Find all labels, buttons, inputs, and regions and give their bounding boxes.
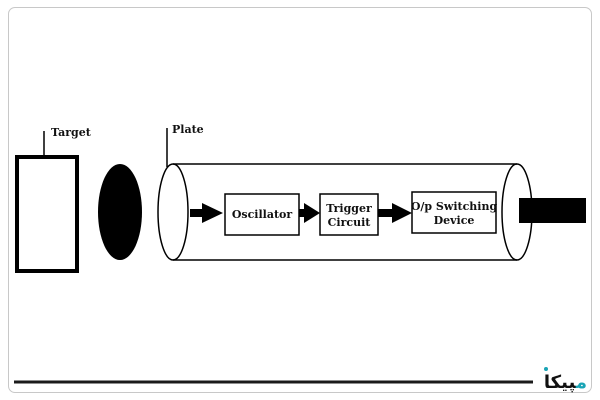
arrow-head-3 (392, 203, 412, 223)
brand-logo-mark: م (575, 372, 587, 393)
trigger-label-line-1: Trigger (326, 202, 372, 215)
sensing-face (98, 164, 142, 260)
arrow-head-1 (202, 203, 223, 223)
output-label-line-2: Device (434, 214, 475, 227)
plate-label: Plate (172, 123, 204, 136)
arrow-shaft-2 (299, 209, 304, 217)
brand-logo-text: مپیکا (544, 372, 587, 393)
output-switching-device-block (411, 191, 497, 234)
arrow-shaft-3 (378, 209, 392, 217)
trigger-label-line-2: Circuit (328, 216, 372, 229)
output-cable (519, 198, 586, 223)
brand-logo-dot (544, 367, 548, 371)
plate-ellipse (157, 163, 189, 261)
arrow-head-2 (304, 203, 320, 223)
arrow-shaft-1 (190, 209, 202, 217)
target-label: Target (51, 126, 92, 139)
target-block (15, 155, 79, 273)
output-label-line-1: O/p Switching (411, 200, 498, 213)
oscillator-block (224, 193, 300, 236)
brand-logo-word: پیکا (544, 372, 577, 393)
oscillator-label: Oscillator (232, 208, 293, 221)
